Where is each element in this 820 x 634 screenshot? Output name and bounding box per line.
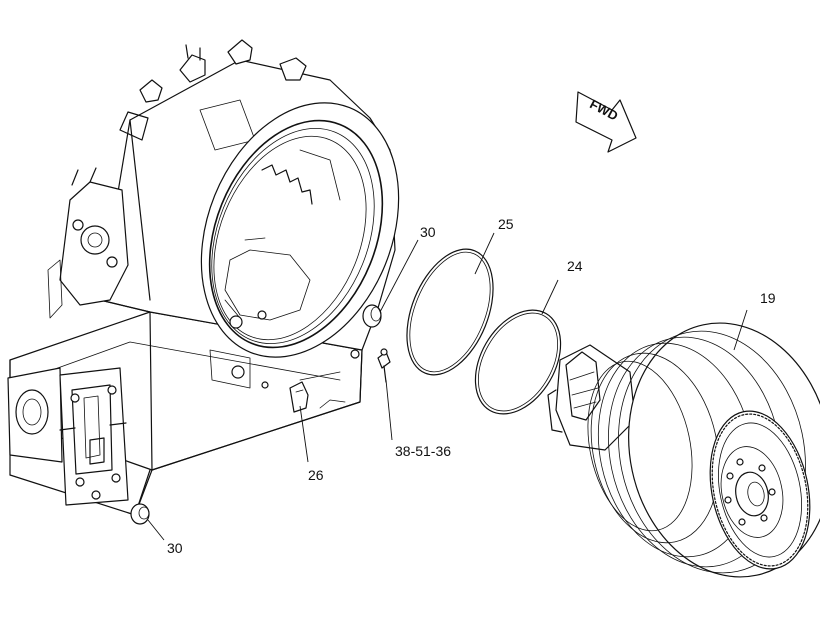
leader-lines: [147, 232, 748, 541]
callout-26: 26: [308, 467, 324, 483]
callout-38-51-36: 38-51-36: [395, 443, 451, 459]
forward-direction-arrow: FWD: [575, 91, 637, 153]
fitting-26: [289, 381, 309, 413]
callout-30-lower: 30: [167, 540, 183, 556]
plug-30-lower: [130, 503, 150, 525]
plug-30-upper: [362, 304, 382, 328]
o-ring-24: [474, 309, 562, 415]
callout-19: 19: [760, 290, 776, 306]
callout-30-upper: 30: [420, 224, 436, 240]
torque-converter-19: [547, 322, 820, 578]
callout-24: 24: [567, 258, 583, 274]
callout-25: 25: [498, 216, 514, 232]
o-ring-25: [406, 248, 494, 376]
bell-housing-flange: [200, 102, 400, 358]
bolt-washer-set-38-51-36: [377, 348, 391, 383]
